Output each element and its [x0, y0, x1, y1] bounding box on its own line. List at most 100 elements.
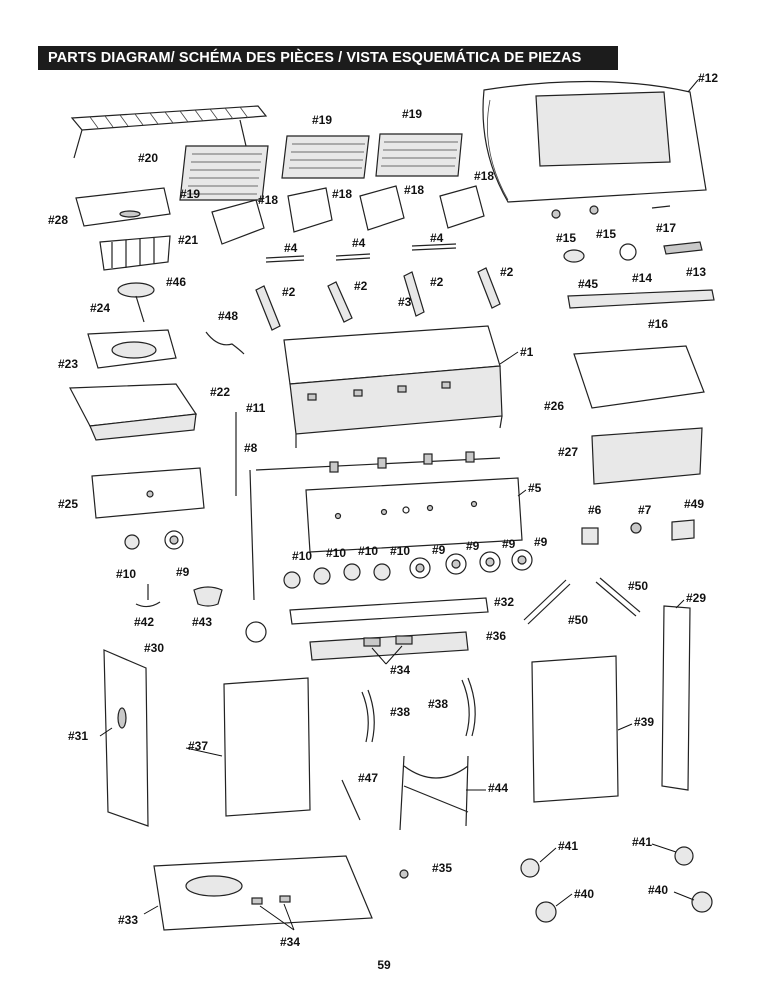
part-label: #28 — [48, 213, 68, 227]
crossover-channels-illustration — [265, 243, 457, 263]
part-label: #18 — [258, 193, 278, 207]
part-label: #7 — [638, 503, 652, 517]
part-label: #42 — [134, 615, 154, 629]
part-label: #38 — [428, 697, 448, 711]
front-rails-illustration — [289, 597, 489, 661]
part-label: #5 — [528, 481, 542, 495]
part-label: #34 — [280, 935, 300, 949]
part-label: #30 — [144, 641, 164, 655]
part-label: #10 — [326, 546, 346, 560]
door-handles-illustration — [361, 677, 476, 743]
part-labels: #1 #2 #2 #2 #2 #3 #4 #4 #4 #5 #6 #7 #8 #… — [48, 71, 718, 949]
part-label: #17 — [656, 221, 676, 235]
part-label: #4 — [352, 236, 366, 250]
part-label: #18 — [404, 183, 424, 197]
part-label: #14 — [632, 271, 652, 285]
valve-manifold-illustration — [329, 451, 475, 473]
part-label: #6 — [588, 503, 602, 517]
part-label: #2 — [500, 265, 514, 279]
left-side-panel-illustration — [103, 649, 149, 827]
part-label: #9 — [176, 565, 190, 579]
right-side-panel-illustration — [661, 605, 691, 791]
side-shelf-illustration — [573, 345, 705, 409]
part-label: #40 — [648, 883, 668, 897]
page-title: PARTS DIAGRAM/ SCHÉMA DES PIÈCES / VISTA… — [38, 46, 618, 70]
part-label: #33 — [118, 913, 138, 927]
part-label: #4 — [430, 231, 444, 245]
part-label: #10 — [116, 567, 136, 581]
part-label: #20 — [138, 151, 158, 165]
part-label: #21 — [178, 233, 198, 247]
ignition-wire-illustration — [205, 331, 245, 355]
side-burner-lid-illustration — [75, 187, 171, 227]
side-burner-grate-illustration — [99, 235, 171, 271]
part-label: #44 — [488, 781, 508, 795]
hook-and-cup-illustration — [135, 584, 223, 608]
control-panel-illustration — [305, 477, 523, 553]
side-burner-housing-illustration — [69, 383, 198, 441]
part-label: #49 — [684, 497, 704, 511]
part-label: #47 — [358, 771, 378, 785]
main-burners-illustration — [255, 267, 501, 331]
part-label: #29 — [686, 591, 706, 605]
part-label: #41 — [632, 835, 652, 849]
part-label: #10 — [390, 544, 410, 558]
part-label: #39 — [634, 715, 654, 729]
part-label: #2 — [354, 279, 368, 293]
part-label: #46 — [166, 275, 186, 289]
cooking-grates-illustration — [179, 133, 463, 201]
leader-lines — [99, 79, 699, 931]
side-burner-illustration — [117, 282, 155, 323]
warming-rack-illustration — [70, 105, 268, 159]
part-label: #40 — [574, 887, 594, 901]
part-label: #36 — [486, 629, 506, 643]
base-illustration — [153, 855, 373, 931]
part-label: #26 — [544, 399, 564, 413]
part-label: #35 — [432, 861, 452, 875]
part-label: #43 — [192, 615, 212, 629]
part-label: #13 — [686, 265, 706, 279]
part-label: #32 — [494, 595, 514, 609]
part-label: #9 — [534, 535, 548, 549]
part-label: #2 — [430, 275, 444, 289]
side-control-panel-illustration — [91, 467, 205, 519]
ignitor-parts-illustration — [581, 519, 695, 545]
part-label: #15 — [596, 227, 616, 241]
part-label: #9 — [502, 537, 516, 551]
right-shelf-panel-illustration — [591, 427, 703, 485]
part-label: #48 — [218, 309, 238, 323]
part-label: #2 — [282, 285, 296, 299]
part-label: #15 — [556, 231, 576, 245]
part-label: #18 — [474, 169, 494, 183]
knobs-illustration — [124, 530, 533, 589]
part-label: #50 — [568, 613, 588, 627]
fastener-illustration — [399, 869, 409, 879]
part-label: #10 — [358, 544, 378, 558]
braces-illustration — [523, 577, 641, 625]
part-label: #34 — [390, 663, 410, 677]
part-label: #8 — [244, 441, 258, 455]
part-label: #9 — [466, 539, 480, 553]
part-label: #3 — [398, 295, 412, 309]
hood-hardware-illustration — [551, 205, 703, 263]
casters-illustration — [520, 846, 713, 923]
heat-tents-illustration — [211, 185, 485, 245]
right-door-illustration — [531, 655, 619, 803]
part-label: #19 — [402, 107, 422, 121]
part-label: #1 — [520, 345, 534, 359]
part-label: #22 — [210, 385, 230, 399]
part-label: #12 — [698, 71, 718, 85]
part-label: #10 — [292, 549, 312, 563]
part-label: #50 — [628, 579, 648, 593]
page-number: 59 — [377, 958, 391, 972]
part-label: #4 — [284, 241, 298, 255]
part-label: #45 — [578, 277, 598, 291]
part-label: #11 — [246, 401, 266, 415]
part-label: #18 — [332, 187, 352, 201]
hood-handle-illustration — [567, 289, 715, 309]
left-door-illustration — [223, 677, 311, 817]
part-label: #19 — [180, 187, 200, 201]
part-label: #38 — [390, 705, 410, 719]
part-label: #24 — [90, 301, 110, 315]
part-label: #31 — [68, 729, 88, 743]
